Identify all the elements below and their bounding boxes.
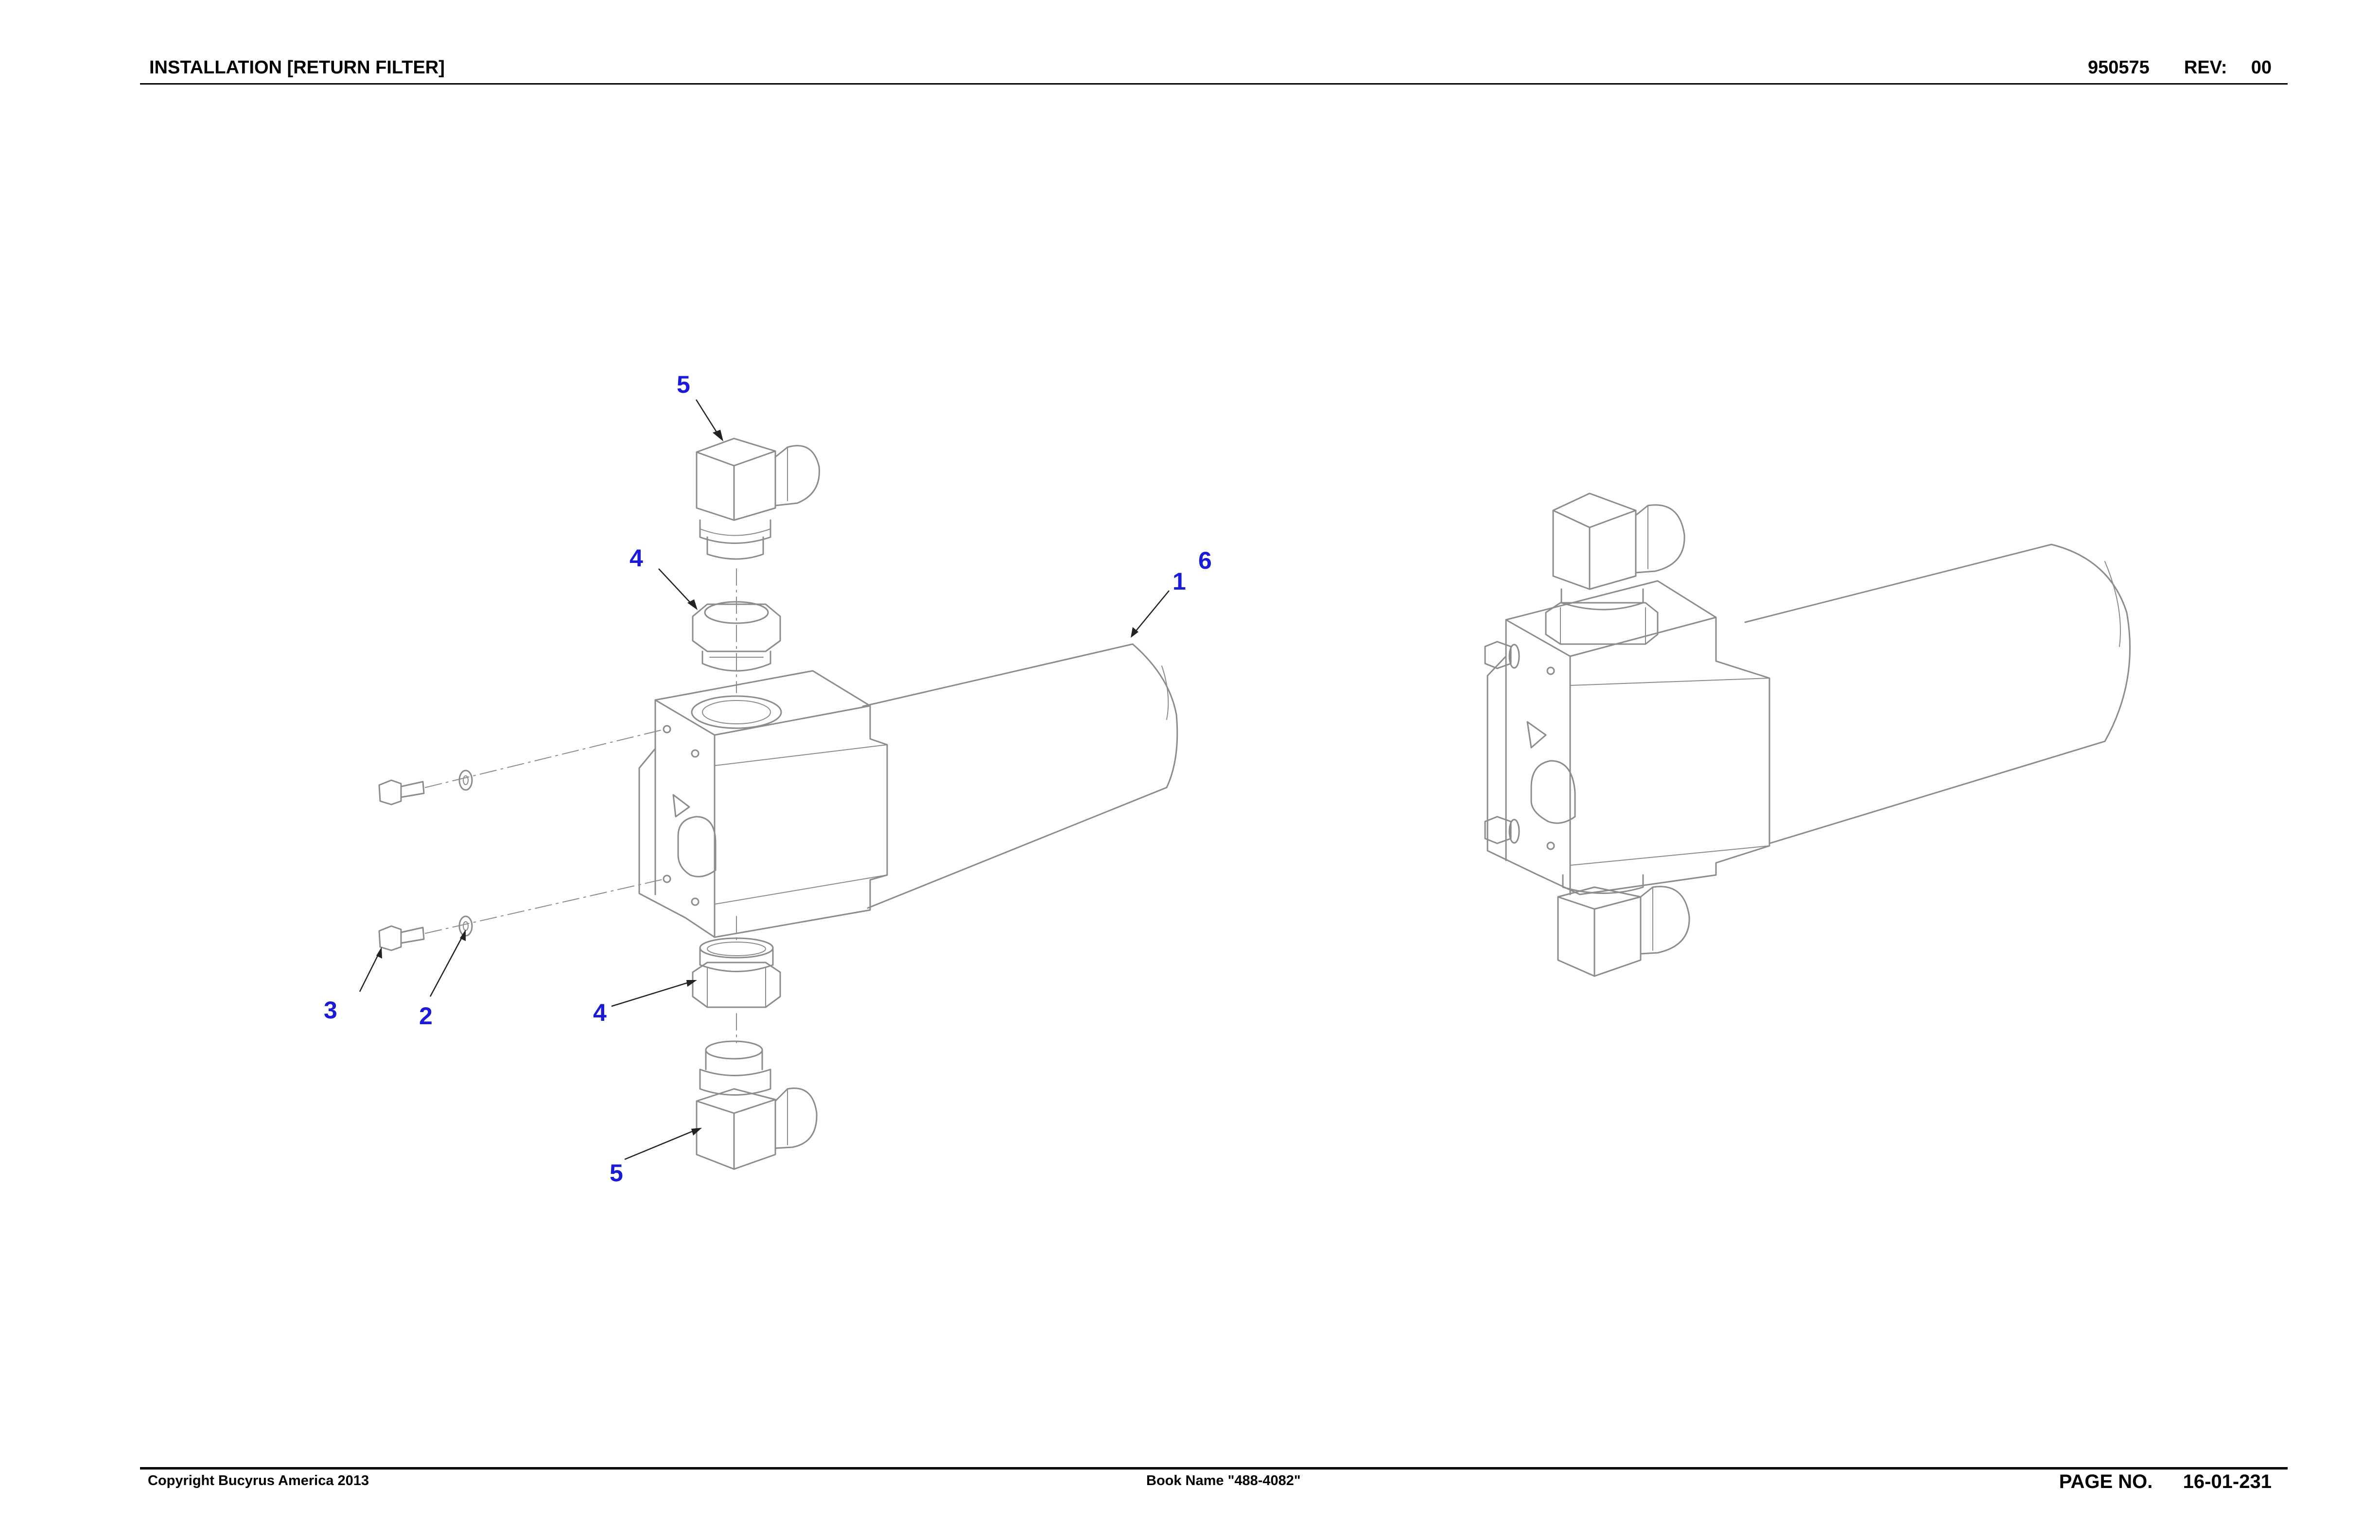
- footer-rule: [140, 1467, 2288, 1470]
- page-title: INSTALLATION [RETURN FILTER]: [149, 57, 445, 78]
- bottom-elbow-fitting: [696, 1040, 818, 1170]
- top-elbow-fitting: [696, 438, 820, 560]
- callout-bolt: 3: [324, 997, 337, 1024]
- assembled-top-fitting: [1545, 492, 1685, 645]
- leader-lines: [359, 399, 1170, 1160]
- mounting-bolts: [378, 779, 425, 951]
- explode-lines: [425, 568, 737, 1043]
- header-rule: [140, 83, 2288, 85]
- bottom-nut: [692, 937, 781, 1008]
- filter-canister: [862, 643, 1178, 909]
- exploded-view: [378, 438, 1178, 1170]
- filter-head-block: [638, 670, 888, 938]
- book-name: Book Name "488-4082": [1146, 1473, 1301, 1488]
- callout-assembly: 6: [1198, 547, 1212, 574]
- washers: [458, 770, 473, 937]
- drawing-number: 950575: [2087, 57, 2150, 78]
- assembled-view: [1484, 492, 2131, 977]
- assembled-head-block: [1487, 580, 1770, 895]
- drawing-info: 950575 REV: 00: [2088, 57, 2272, 78]
- callout-element: 1: [1172, 568, 1186, 595]
- copyright-text: Copyright Bucyrus America 2013: [148, 1473, 369, 1488]
- callout-nut-top: 4: [630, 544, 643, 572]
- callout-washer: 2: [419, 1002, 433, 1030]
- page-label: PAGE NO.: [2059, 1471, 2153, 1492]
- page-value: 16-01-231: [2183, 1471, 2272, 1492]
- assembled-side-bolts: [1484, 641, 1520, 844]
- assembled-canister: [1744, 543, 2131, 844]
- callout-fitting-top: 5: [677, 371, 690, 398]
- assembled-bottom-fitting: [1557, 874, 1690, 977]
- page-number: PAGE NO. 16-01-231: [2059, 1471, 2272, 1493]
- rev-value: 00: [2251, 57, 2272, 78]
- leader-arrows: [376, 430, 1138, 1136]
- callout-fitting-bottom: 5: [610, 1159, 623, 1187]
- callout-nut-bottom: 4: [593, 999, 607, 1026]
- rev-label: REV:: [2184, 57, 2227, 78]
